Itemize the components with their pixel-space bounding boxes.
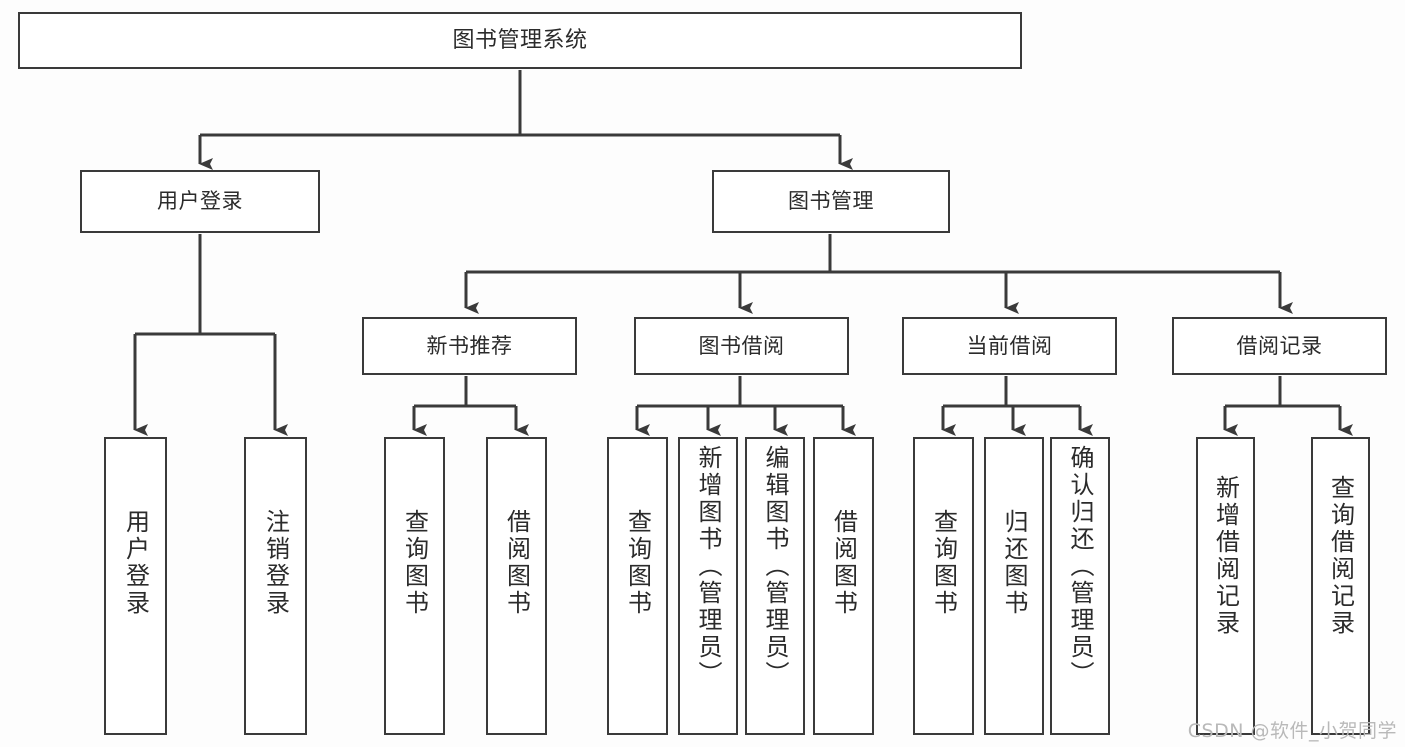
node-leaf-edit-book[interactable]: 编辑图书（管理员） (745, 437, 805, 735)
node-user-login[interactable]: 用户登录 (80, 170, 320, 233)
node-leaf-query-book-2[interactable]: 查询图书 (607, 437, 668, 735)
node-leaf-edit-book-label: 编辑图书（管理员） (761, 445, 789, 688)
node-current-borrow-label: 当前借阅 (966, 333, 1053, 358)
node-leaf-borrow-book-1[interactable]: 借阅图书 (486, 437, 547, 735)
node-leaf-user-login-label: 用户登录 (121, 509, 150, 617)
node-leaf-add-record-label: 新增借阅记录 (1211, 475, 1240, 637)
node-root-label: 图书管理系统 (452, 27, 588, 53)
node-current-borrow[interactable]: 当前借阅 (902, 317, 1117, 375)
node-leaf-logout[interactable]: 注销登录 (244, 437, 307, 735)
node-leaf-add-record[interactable]: 新增借阅记录 (1196, 437, 1255, 735)
node-leaf-query-book-1[interactable]: 查询图书 (384, 437, 445, 735)
node-leaf-query-book-2-label: 查询图书 (623, 509, 652, 617)
node-book-borrow-label: 图书借阅 (698, 333, 785, 358)
node-leaf-confirm-return-label: 确认归还（管理员） (1066, 445, 1094, 688)
node-root[interactable]: 图书管理系统 (18, 12, 1022, 69)
node-new-book-rec-label: 新书推荐 (426, 333, 513, 358)
node-book-borrow[interactable]: 图书借阅 (634, 317, 849, 375)
node-leaf-query-book-3-label: 查询图书 (929, 509, 958, 617)
node-borrow-record-label: 借阅记录 (1236, 333, 1323, 358)
node-leaf-logout-label: 注销登录 (261, 509, 290, 617)
node-leaf-add-book-label: 新增图书（管理员） (694, 445, 722, 688)
node-leaf-query-book-3[interactable]: 查询图书 (913, 437, 974, 735)
node-leaf-confirm-return[interactable]: 确认归还（管理员） (1050, 437, 1110, 735)
node-leaf-borrow-book-2-label: 借阅图书 (829, 509, 858, 617)
node-user-login-label: 用户登录 (157, 189, 243, 214)
node-leaf-return-book-label: 归还图书 (1000, 509, 1028, 617)
node-borrow-record[interactable]: 借阅记录 (1172, 317, 1387, 375)
node-leaf-return-book[interactable]: 归还图书 (984, 437, 1044, 735)
node-book-manage-label: 图书管理 (788, 189, 874, 214)
watermark-text: CSDN @软件_小贺同学 (1187, 720, 1397, 742)
node-leaf-borrow-book-2[interactable]: 借阅图书 (813, 437, 874, 735)
node-leaf-query-book-1-label: 查询图书 (400, 509, 429, 617)
node-leaf-add-book[interactable]: 新增图书（管理员） (678, 437, 738, 735)
node-new-book-rec[interactable]: 新书推荐 (362, 317, 577, 375)
node-leaf-borrow-book-1-label: 借阅图书 (502, 509, 531, 617)
node-book-manage[interactable]: 图书管理 (712, 170, 950, 233)
node-leaf-user-login[interactable]: 用户登录 (104, 437, 167, 735)
node-leaf-query-record[interactable]: 查询借阅记录 (1311, 437, 1370, 735)
node-leaf-query-record-label: 查询借阅记录 (1326, 475, 1355, 637)
